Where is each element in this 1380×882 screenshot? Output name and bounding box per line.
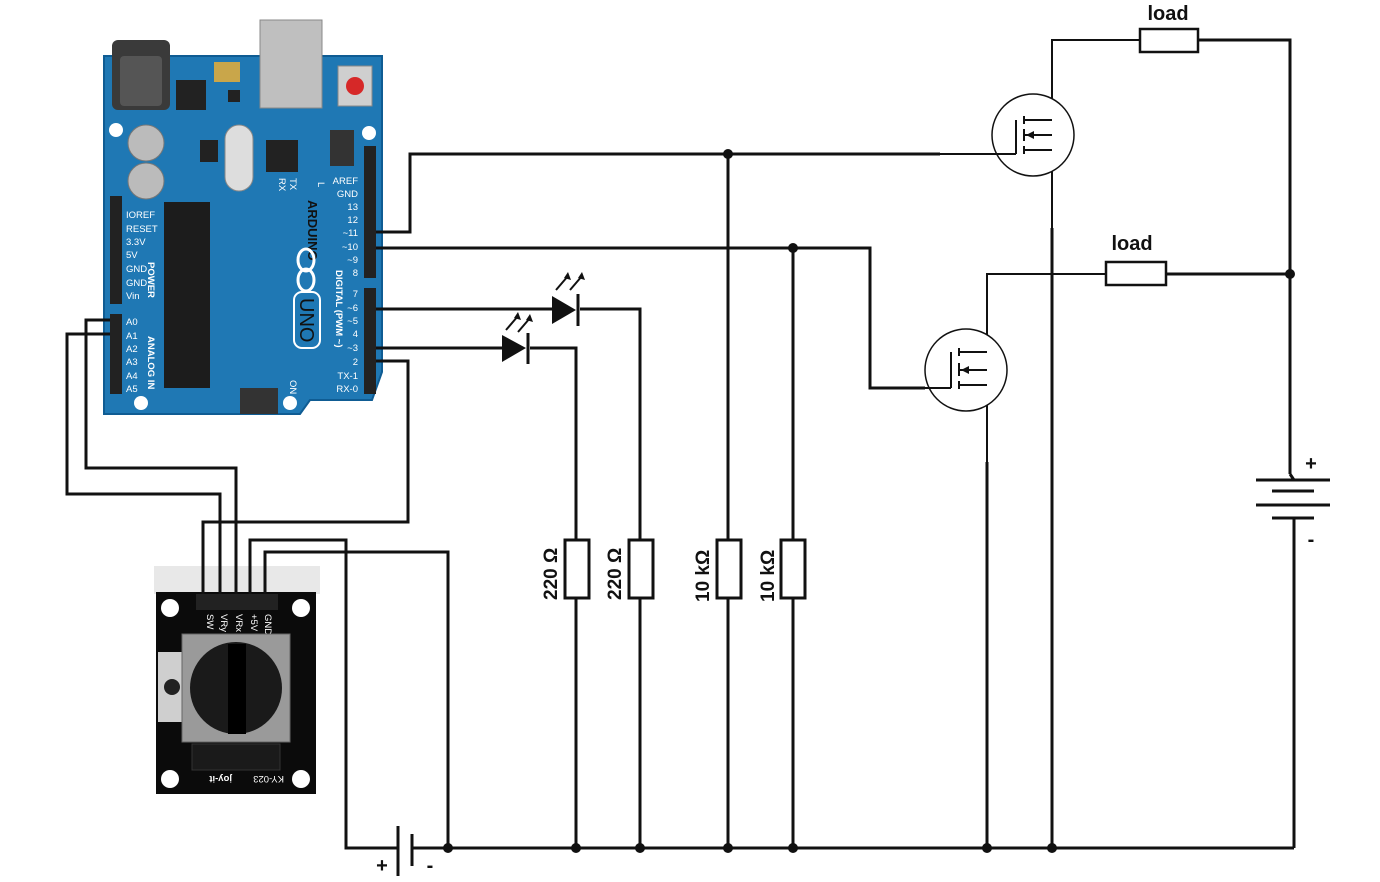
pin-10: ~10 [342,242,358,253]
battery-right: + - [1256,453,1330,551]
pin-a1: A1 [126,331,138,342]
resistor-3: 10 kΩ [693,538,743,602]
pin-a2: A2 [126,344,138,355]
resistor-4: 10 kΩ [758,538,807,602]
led-label-l: L [315,182,326,187]
resistor-4-label: 10 kΩ [758,550,779,602]
arduino-uno-board: ARDUINO UNO ON L TX RX IOREF RESE [103,19,383,415]
joy-pin-vry: VRy [218,614,229,632]
resistor-1-label: 220 Ω [541,548,562,600]
analog-in-label: ANALOG IN [145,336,156,389]
resistor-3-label: 10 kΩ [693,550,714,602]
led-1-light-icon [505,312,533,333]
pin-gnd-2: GND [126,278,147,289]
pin-9: ~9 [347,255,358,266]
power-label: POWER [145,262,156,298]
led-2 [552,272,585,326]
pin-aref: AREF [333,176,359,187]
resistor-2-label: 220 Ω [605,548,626,600]
pin-2: 2 [353,357,358,368]
pin-3v3: 3.3V [126,237,146,248]
joy-pin-sw: SW [204,614,215,629]
power-header [110,196,122,304]
pin-a4: A4 [126,371,138,382]
led-label-tx: TX [287,178,298,191]
junction-dots [443,149,1295,853]
joy-pin-vrx: VRx [233,614,244,632]
led-1 [502,312,533,364]
digital-label: DIGITAL (PWM ~) [333,270,344,348]
joy-pin-gnd: GND [262,614,273,635]
pin-13: 13 [347,202,358,213]
arduino-brand-label: ARDUINO [305,200,320,261]
battery-right-plus: + [1305,453,1317,475]
led-2-light-icon [555,272,585,291]
digital-header-top [364,146,376,278]
analog-header [110,314,122,394]
pin-vin: Vin [126,291,140,302]
pin-reset: RESET [126,224,158,235]
pin-gnd-3: GND [337,189,358,200]
digital-header-bottom [364,288,376,394]
resistor-2: 220 Ω [605,538,655,600]
battery-bottom: + - [376,826,433,877]
joy-pin-5v: +5V [248,614,259,632]
atmega-chip [164,202,210,388]
mosfet-bottom [924,328,1008,412]
battery-right-minus: - [1308,529,1315,551]
joystick-module: SW VRy VRx +5V GND KY-023 joy-it [154,566,320,794]
arduino-on-label: ON [287,380,298,394]
arduino-model-label: UNO [295,298,317,342]
pin-6: ~6 [347,303,358,314]
load-top-label: load [1147,3,1188,25]
pin-5: ~5 [347,316,358,327]
pin-rx: RX-0 [336,384,358,395]
joystick-brand-label: joy-it [208,773,233,784]
load-mid-label: load [1111,233,1152,255]
pin-5v: 5V [126,250,138,261]
pin-4: 4 [353,329,358,340]
pin-a0: A0 [126,317,138,328]
pin-a3: A3 [126,357,138,368]
battery-bottom-plus: + [376,855,388,877]
pin-12: 12 [347,215,358,226]
usb-connector [259,19,323,109]
pin-3: ~3 [347,343,358,354]
load-top: load [1138,3,1200,54]
pin-tx: TX-1 [337,371,358,382]
load-mid: load [1104,233,1168,287]
pin-11: ~11 [343,228,358,239]
wires [65,38,1296,850]
pin-7: 7 [353,289,358,300]
led-label-rx: RX [276,178,287,192]
pin-gnd-1: GND [126,264,147,275]
battery-bottom-minus: - [427,855,434,877]
resistor-1: 220 Ω [541,538,591,600]
pin-a5: A5 [126,384,138,395]
joystick-header [196,594,278,610]
mosfet-top [991,93,1075,177]
joystick-model-label: KY-023 [253,773,284,784]
pin-8: 8 [353,268,358,279]
pin-ioref: IOREF [126,210,155,221]
